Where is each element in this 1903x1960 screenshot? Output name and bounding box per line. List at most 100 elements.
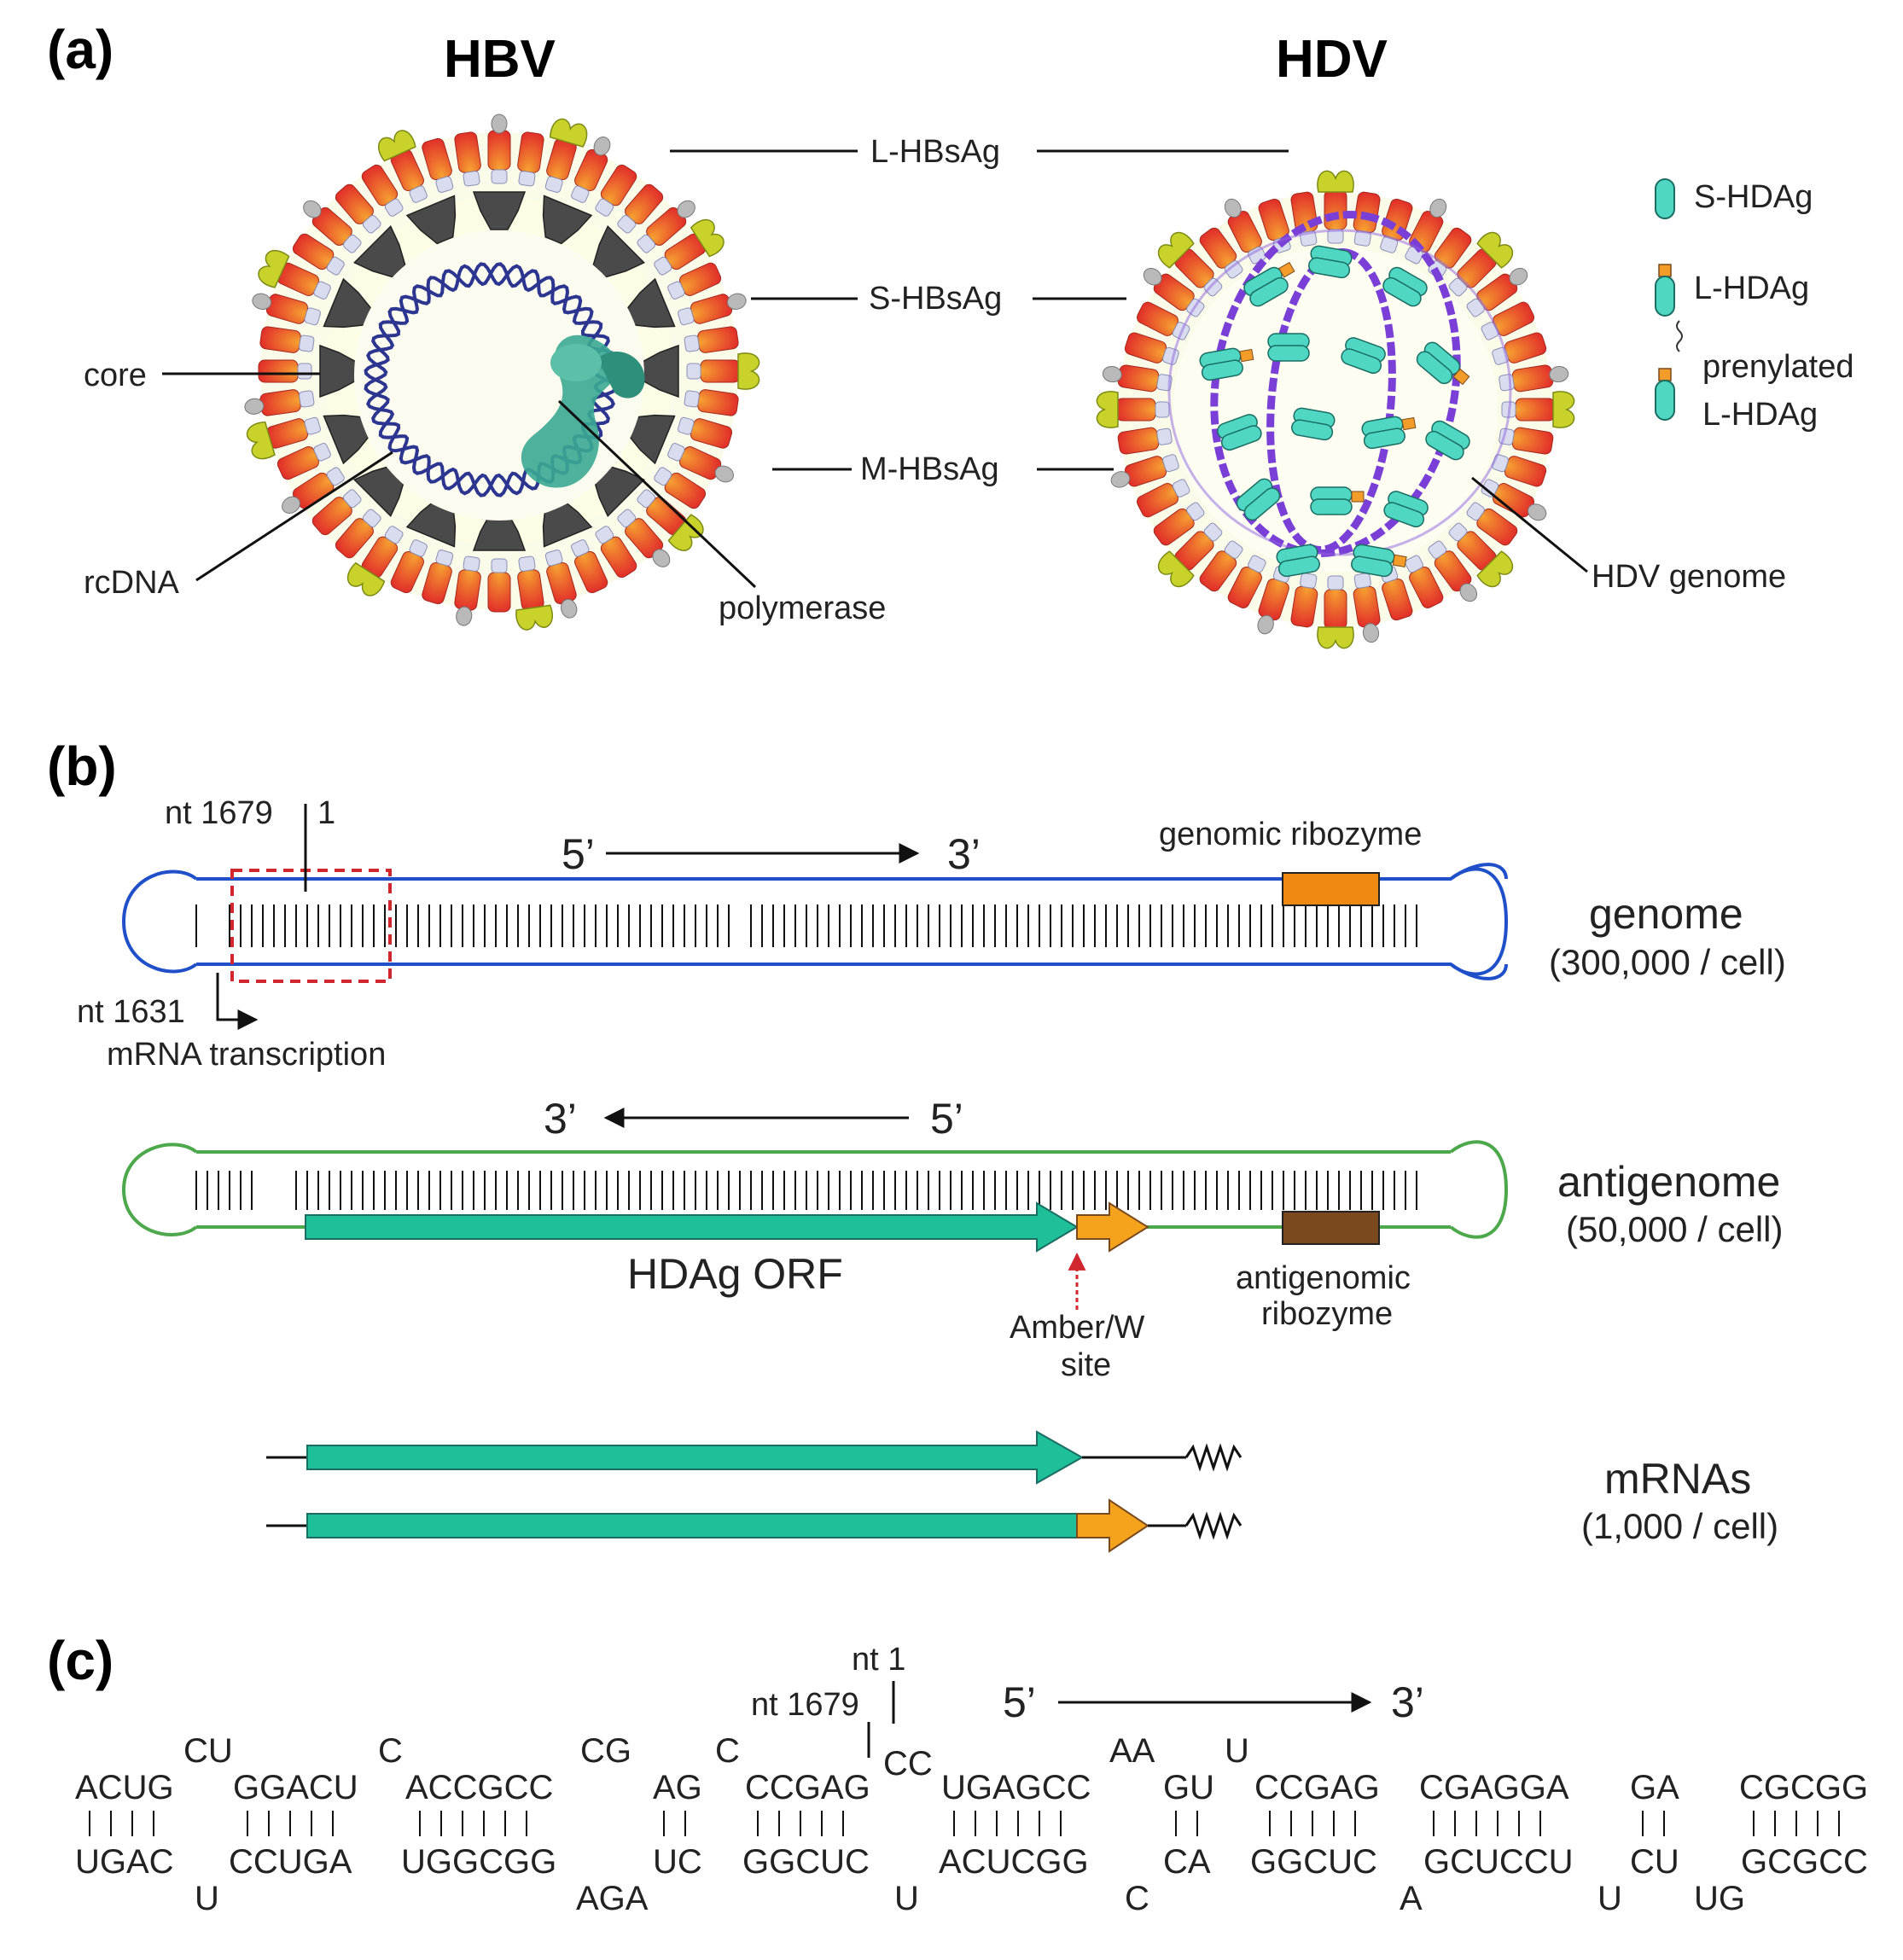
hdag-protein: [1382, 266, 1428, 307]
antigenome-5prime: 5’: [930, 1095, 963, 1143]
envelope-protein: [1110, 454, 1179, 488]
envelope-protein: [1499, 427, 1554, 455]
envelope-protein: [258, 250, 331, 300]
envelope-protein: [1153, 502, 1205, 546]
antigenomic-ribozyme-label-1: antigenomic: [1236, 1260, 1411, 1296]
seq-nt-1679-label: nt 1679: [751, 1687, 859, 1723]
bottom-strand-segment: UGGCGG: [401, 1843, 556, 1881]
top-bulge: AA: [1109, 1732, 1155, 1770]
genome-hairpin: [121, 804, 1509, 1030]
top-strand-segment: CCGAG: [745, 1769, 870, 1806]
envelope-protein: [1224, 198, 1266, 265]
nt-1679-label: nt 1679: [165, 795, 273, 831]
capsid-subunit: [353, 225, 406, 278]
top-bulge: U: [1225, 1732, 1249, 1770]
envelope-protein: [1157, 231, 1223, 297]
top-bulge: CG: [580, 1732, 631, 1770]
top-strand-segment: GGACU: [233, 1769, 358, 1806]
hdag-protein: [1341, 337, 1386, 375]
l-hdag-legend-label: L-HDAg: [1694, 270, 1809, 306]
hdag-protein: [1243, 261, 1295, 307]
bottom-strand-segment: UGAC: [75, 1843, 174, 1881]
envelope-protein: [1448, 522, 1514, 588]
hbv-core-capsid: [319, 191, 679, 551]
envelope-protein: [637, 200, 695, 253]
hdag-protein: [1383, 491, 1429, 528]
envelope-protein: [684, 389, 739, 416]
hdag-protein: [1199, 347, 1254, 381]
hdv-envelope-proteins: [1096, 170, 1575, 649]
seq-5prime: 5’: [1003, 1678, 1036, 1726]
amber-site-label-1: Amber/W: [1010, 1310, 1144, 1346]
bottom-bulge: C: [1125, 1880, 1149, 1917]
poly-a-tail-icon: [1184, 1511, 1242, 1540]
mrna-long-amber-arrow: [1076, 1498, 1149, 1553]
hdag-protein: [1291, 407, 1336, 441]
envelope-protein: [247, 416, 321, 460]
top-strand-segment: GU: [1163, 1769, 1214, 1806]
envelope-protein: [1290, 573, 1318, 628]
poly-a-tail-icon: [1184, 1443, 1242, 1472]
envelope-protein: [1199, 540, 1243, 592]
envelope-protein: [487, 113, 511, 184]
envelope-protein: [1157, 522, 1223, 588]
bottom-strand-segment: CCUGA: [229, 1843, 352, 1881]
bottom-strand-segment: GCGCC: [1741, 1843, 1868, 1881]
bottom-strand-segment: GGCUC: [1250, 1843, 1377, 1881]
envelope-protein: [259, 326, 315, 353]
mrna-transcription-label: mRNA transcription: [107, 1037, 386, 1073]
envelope-protein: [311, 489, 362, 536]
top-bulge: C: [715, 1732, 740, 1770]
envelope-protein: [1448, 231, 1514, 297]
envelope-protein: [276, 443, 331, 480]
envelope-protein: [1405, 555, 1444, 608]
top-strand-segment: ACCGCC: [405, 1769, 553, 1806]
s-hbsag-label: S-HBsAg: [869, 281, 1002, 317]
antigenome-3prime: 3’: [544, 1095, 577, 1143]
envelope-protein: [595, 164, 637, 217]
envelope-protein: [1096, 391, 1170, 428]
envelope-protein: [258, 359, 312, 383]
envelope-protein: [292, 233, 345, 276]
top-strand-segment: CGAGGA: [1419, 1769, 1569, 1806]
bottom-strand-segment: GGCUC: [742, 1843, 870, 1881]
envelope-protein: [454, 131, 481, 187]
envelope-protein: [1317, 575, 1354, 649]
hbv-envelope-proteins: [244, 113, 760, 631]
capsid-subunit: [472, 191, 527, 230]
bottom-bulge: U: [1597, 1880, 1622, 1917]
hdag-legend: S-HDAg L-HDAg prenylated L-HDAg: [1655, 178, 1854, 433]
top-bulge: CU: [183, 1732, 233, 1770]
envelope-protein: [422, 137, 454, 193]
base-pair-bars: [89, 1811, 1840, 1836]
envelope-protein: [544, 550, 578, 619]
panel-label-a: (a): [47, 19, 113, 80]
bottom-bulge: UG: [1694, 1880, 1745, 1917]
hdag-protein: [1425, 420, 1470, 461]
envelope-protein: [1481, 301, 1534, 340]
top-strand-segment: ACUG: [75, 1769, 174, 1806]
envelope-protein: [454, 555, 481, 626]
mrna-short-orf-arrow: [306, 1430, 1085, 1485]
top-strand-segment: AG: [653, 1769, 702, 1806]
envelope-protein: [617, 509, 671, 567]
envelope-protein: [515, 555, 553, 631]
envelope-protein: [544, 119, 588, 193]
hdag-proteins: [1199, 245, 1470, 578]
bottom-strand-segment: GCUCCU: [1423, 1843, 1574, 1881]
panel-label-b: (b): [47, 736, 117, 797]
antigenome-hairpin: [121, 1108, 1509, 1310]
capsid-subunit: [405, 195, 457, 245]
envelope-protein: [637, 489, 704, 551]
antigenomic-ribozyme-box: [1282, 1211, 1380, 1245]
panel-a-leader-lines: [162, 149, 1588, 589]
bottom-strand-segment: ACUCGG: [939, 1843, 1089, 1881]
hdv-title: HDV: [1276, 30, 1388, 89]
envelope-protein: [335, 183, 381, 234]
prenylated-legend-label-2: L-HDAg: [1702, 397, 1818, 433]
envelope-protein: [617, 183, 664, 234]
genome-3prime: 3’: [947, 830, 981, 878]
bottom-strand-segment: UC: [653, 1843, 702, 1881]
envelope-protein: [1227, 555, 1266, 608]
genome-count: (300,000 / cell): [1549, 942, 1786, 982]
